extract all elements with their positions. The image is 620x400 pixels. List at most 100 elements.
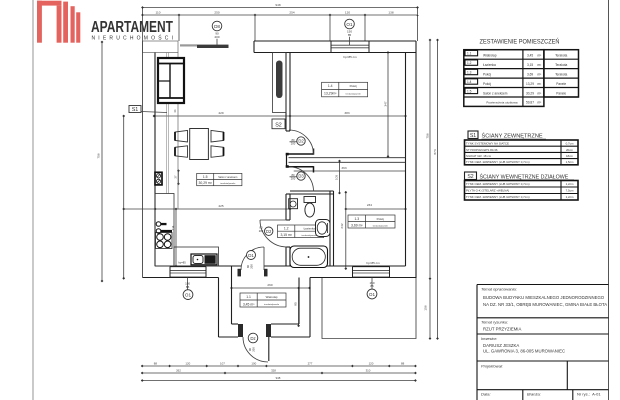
svg-text:Panele: Panele bbox=[556, 82, 566, 86]
svg-text:S1: S1 bbox=[132, 107, 139, 113]
svg-text:260: 260 bbox=[267, 283, 272, 287]
svg-text:Pokój: Pokój bbox=[483, 82, 491, 86]
svg-text:110: 110 bbox=[156, 10, 161, 14]
svg-text:NIERUCHOMOŚCI: NIERUCHOMOŚCI bbox=[92, 34, 177, 42]
svg-text:O1: O1 bbox=[369, 292, 376, 297]
svg-text:NA DZ. NR 33/1, OBRĘB MUROWANI: NA DZ. NR 33/1, OBRĘB MUROWANIEC, GMINA … bbox=[483, 302, 607, 307]
svg-text:0,7cm: 0,7cm bbox=[566, 142, 574, 146]
svg-text:S1: S1 bbox=[470, 133, 476, 139]
svg-text:TYNK CEM.-WAPIENNY (LUB GIPSOW: TYNK CEM.-WAPIENNY (LUB GIPSOWY 0,7cm) bbox=[466, 195, 530, 199]
svg-text:107: 107 bbox=[220, 361, 225, 365]
svg-text:Salon z aneksem: Salon z aneksem bbox=[218, 176, 237, 179]
svg-text:RZUT PRZYZIEMIA: RZUT PRZYZIEMIA bbox=[483, 327, 521, 332]
svg-text:948: 948 bbox=[276, 376, 281, 380]
svg-text:1.1: 1.1 bbox=[467, 52, 472, 56]
svg-text:Terakota: Terakota bbox=[555, 72, 567, 76]
svg-text:PŁYTA G-K (STELARZ +WEŁNA): PŁYTA G-K (STELARZ +WEŁNA) bbox=[466, 189, 509, 193]
svg-text:7,5cm: 7,5cm bbox=[566, 189, 574, 193]
svg-text:1.2: 1.2 bbox=[467, 61, 472, 65]
svg-text:200: 200 bbox=[259, 229, 264, 233]
svg-text:S2: S2 bbox=[467, 174, 473, 180]
svg-text:Panele: Panele bbox=[556, 91, 566, 95]
svg-text:TYNK CEM.-WAPIENNY (LUB GIPSOW: TYNK CEM.-WAPIENNY (LUB GIPSOWY 0,7cm) bbox=[466, 160, 530, 164]
svg-text:234: 234 bbox=[367, 203, 372, 207]
svg-text:90: 90 bbox=[248, 348, 252, 351]
svg-text:ŚCIANY ZEWNĘTRZNE: ŚCIANY ZEWNĘTRZNE bbox=[482, 132, 543, 140]
svg-text:383: 383 bbox=[344, 111, 349, 115]
svg-text:m²: m² bbox=[538, 82, 542, 86]
svg-text:m²: m² bbox=[538, 91, 542, 95]
svg-text:Pokój: Pokój bbox=[377, 217, 385, 221]
svg-text:150: 150 bbox=[185, 281, 190, 285]
svg-text:429: 429 bbox=[218, 111, 223, 115]
svg-text:200: 200 bbox=[214, 35, 219, 39]
svg-text:88: 88 bbox=[154, 361, 158, 365]
svg-text:BUDOWA BUDYNKU MIESZKALNEGO JE: BUDOWA BUDYNKU MIESZKALNEGO JEDNORODZINN… bbox=[483, 295, 605, 300]
svg-text:1.4: 1.4 bbox=[328, 84, 333, 88]
svg-text:80: 80 bbox=[292, 173, 295, 177]
svg-text:13,29m²: 13,29m² bbox=[324, 92, 337, 96]
svg-text:Łazienka: Łazienka bbox=[483, 63, 496, 67]
svg-text:138: 138 bbox=[388, 10, 393, 14]
svg-text:m²: m² bbox=[538, 101, 542, 105]
svg-text:156: 156 bbox=[424, 305, 428, 310]
svg-text:30,29 m²: 30,29 m² bbox=[199, 181, 213, 185]
svg-text:Powierzchnia użytkowa: Powierzchnia użytkowa bbox=[486, 101, 518, 105]
svg-text:O1: O1 bbox=[185, 292, 192, 297]
svg-text:262: 262 bbox=[176, 368, 181, 372]
svg-text:Terakota: Terakota bbox=[555, 63, 567, 67]
svg-text:terakota/panele: terakota/panele bbox=[264, 303, 280, 306]
svg-text:425: 425 bbox=[218, 204, 223, 208]
svg-text:UL. GAWRONIA 3, 86-005 MUROWAN: UL. GAWRONIA 3, 86-005 MUROWANIEC bbox=[483, 348, 565, 353]
svg-text:277: 277 bbox=[308, 361, 313, 365]
svg-text:150: 150 bbox=[347, 30, 352, 34]
svg-text:Pokój: Pokój bbox=[483, 72, 491, 76]
svg-text:85: 85 bbox=[370, 284, 374, 288]
svg-text:150: 150 bbox=[369, 281, 374, 285]
svg-text:S2: S2 bbox=[275, 122, 282, 128]
svg-text:m²: m² bbox=[538, 54, 542, 58]
svg-text:756: 756 bbox=[97, 153, 101, 158]
svg-text:90: 90 bbox=[215, 32, 219, 36]
svg-text:D8: D8 bbox=[214, 24, 220, 29]
svg-text:1.5: 1.5 bbox=[467, 90, 472, 94]
svg-text:85: 85 bbox=[348, 33, 352, 37]
svg-text:3,45: 3,45 bbox=[527, 54, 533, 58]
svg-text:250: 250 bbox=[214, 10, 219, 14]
svg-text:310: 310 bbox=[366, 368, 371, 372]
svg-text:59,87: 59,87 bbox=[526, 101, 534, 105]
svg-text:20cm: 20cm bbox=[566, 148, 574, 152]
svg-text:Dz: Dz bbox=[250, 336, 255, 341]
svg-text:200: 200 bbox=[291, 176, 296, 180]
svg-text:80: 80 bbox=[246, 265, 250, 268]
svg-text:88: 88 bbox=[401, 361, 405, 365]
svg-text:13,29: 13,29 bbox=[526, 82, 534, 86]
svg-text:terakota/panele: terakota/panele bbox=[220, 182, 236, 185]
svg-text:1.4: 1.4 bbox=[467, 80, 472, 84]
svg-text:1,5cm: 1,5cm bbox=[566, 160, 574, 164]
svg-text:1,2cm: 1,2cm bbox=[566, 182, 574, 186]
svg-text:SILIKAT GR. 18 cm: SILIKAT GR. 18 cm bbox=[466, 154, 492, 158]
svg-text:254: 254 bbox=[289, 10, 294, 14]
svg-text:TYNK SYSTEMOWY NA SIATCE: TYNK SYSTEMOWY NA SIATCE bbox=[466, 142, 509, 146]
svg-text:3,69 m²: 3,69 m² bbox=[351, 224, 363, 228]
svg-text:D3: D3 bbox=[298, 174, 304, 179]
svg-text:18cm: 18cm bbox=[566, 154, 574, 158]
svg-text:Data:: Data: bbox=[481, 392, 491, 397]
svg-text:ZESTAWIENIE POMIESZCZEŃ: ZESTAWIENIE POMIESZCZEŃ bbox=[480, 37, 560, 46]
svg-text:80: 80 bbox=[260, 226, 263, 230]
svg-text:hp=85 cm: hp=85 cm bbox=[366, 261, 380, 265]
svg-text:200: 200 bbox=[291, 141, 296, 145]
svg-text:APARTAMENT: APARTAMENT bbox=[91, 19, 173, 36]
svg-text:Branża:: Branża: bbox=[527, 392, 541, 397]
svg-text:105: 105 bbox=[334, 175, 338, 180]
svg-text:873: 873 bbox=[433, 149, 437, 154]
svg-text:D2: D2 bbox=[266, 229, 272, 234]
svg-text:Nr rys.: A-01: Nr rys.: A-01 bbox=[577, 392, 601, 397]
svg-text:242: 242 bbox=[340, 223, 344, 228]
svg-text:Inwestor:: Inwestor: bbox=[481, 336, 497, 341]
svg-text:O1: O1 bbox=[346, 22, 353, 27]
svg-text:85: 85 bbox=[293, 302, 297, 306]
svg-text:1.2: 1.2 bbox=[284, 227, 289, 231]
svg-text:STYROPIAN EPS 80-36: STYROPIAN EPS 80-36 bbox=[466, 148, 498, 152]
